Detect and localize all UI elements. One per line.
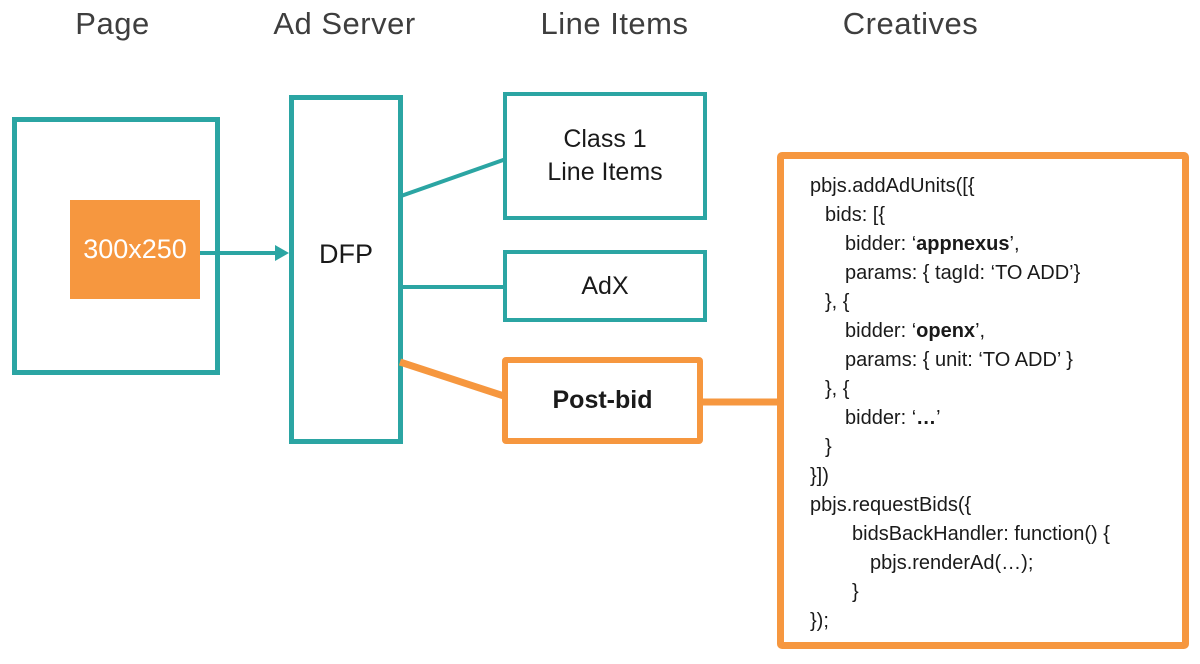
code-line: }]) — [810, 465, 829, 487]
code-line: bidder: ‘appnexus’, — [845, 233, 1020, 255]
column-header-creatives: Creatives — [842, 6, 979, 41]
code-line: bids: [{ — [825, 204, 886, 226]
code-line: bidder: ‘openx’, — [845, 320, 986, 342]
adx-box: AdX — [503, 250, 707, 322]
code-line: params: { tagId: ‘TO ADD’} — [845, 262, 1081, 284]
class1-label-line2: Line Items — [547, 158, 663, 186]
post-bid-box: Post-bid — [502, 357, 703, 444]
creatives-code-box: pbjs.addAdUnits([{ bids: [{ bidder: ‘appne… — [777, 152, 1189, 649]
column-header-line-items: Line Items — [540, 6, 689, 41]
post-bid-label: Post-bid — [552, 386, 653, 414]
code-line: } — [852, 581, 859, 603]
arrow-page-to-dfp-head — [275, 245, 289, 261]
dfp-label: DFP — [319, 239, 373, 269]
code-line: }); — [810, 610, 829, 632]
code-block: pbjs.addAdUnits([{ bids: [{ bidder: ‘appne… — [784, 159, 1182, 636]
code-line: }, { — [825, 378, 850, 400]
code-line: pbjs.addAdUnits([{ — [810, 175, 975, 197]
ad-slot-300x250: 300x250 — [70, 200, 200, 299]
code-line: } — [825, 436, 832, 458]
code-line: bidder: ‘…’ — [845, 407, 941, 429]
code-line: pbjs.renderAd(…); — [870, 552, 1034, 574]
adx-label: AdX — [581, 271, 629, 300]
connector-dfp-to-class1 — [400, 157, 507, 198]
column-header-page: Page — [75, 6, 150, 41]
page-box: 300x250 — [12, 117, 220, 375]
code-line: pbjs.requestBids({ — [810, 494, 972, 516]
class1-line-items-box: Class 1 Line Items — [503, 92, 707, 220]
code-line: }, { — [825, 291, 850, 313]
code-line: params: { unit: ‘TO ADD’ } — [845, 349, 1073, 371]
ad-server-dfp-box: DFP — [289, 95, 403, 444]
column-header-ad-server: Ad Server — [273, 6, 416, 41]
code-line: bidsBackHandler: function() { — [852, 523, 1110, 545]
connector-dfp-to-postbid — [398, 358, 509, 401]
class1-label-line1: Class 1 — [563, 125, 647, 153]
